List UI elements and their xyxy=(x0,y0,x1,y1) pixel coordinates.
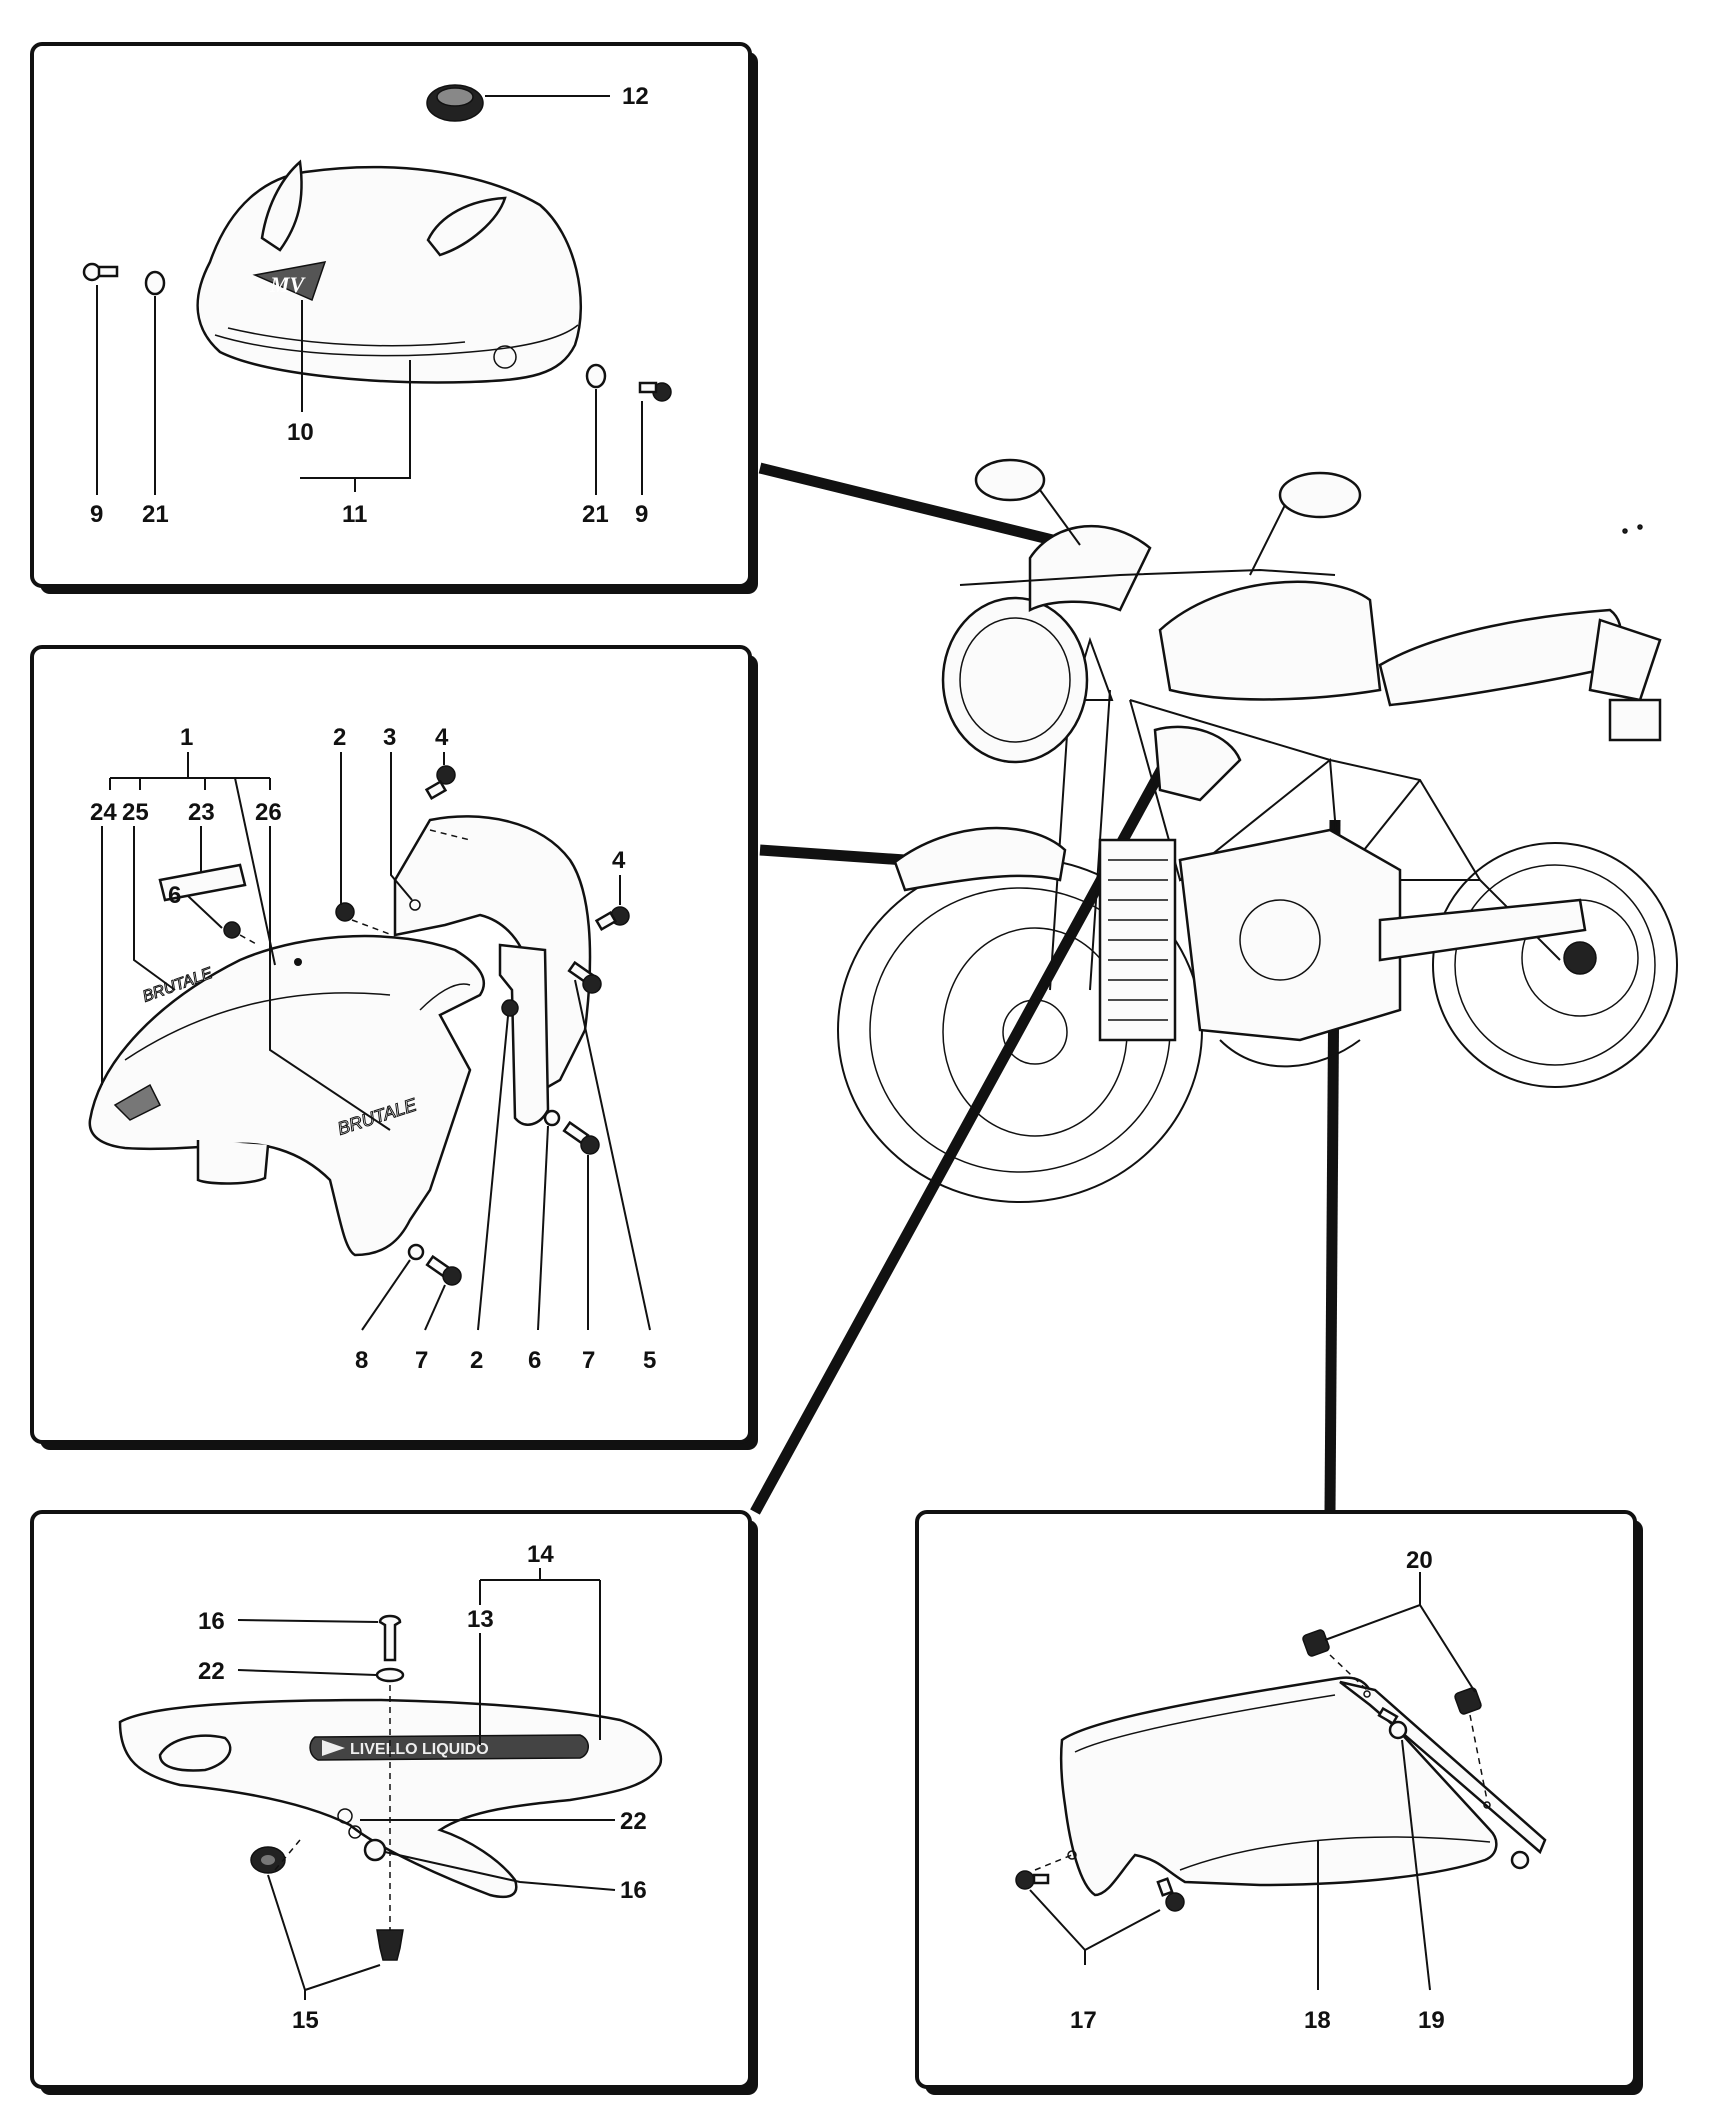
grommet-15-left xyxy=(250,1846,286,1874)
motorcycle-illustration xyxy=(837,458,1678,1203)
callout-6-top: 6 xyxy=(168,882,181,909)
washer-22-top xyxy=(375,1667,405,1683)
callout-6-bottom: 6 xyxy=(528,1347,541,1374)
screw-17-left xyxy=(1015,1870,1050,1890)
callout-9-right: 9 xyxy=(635,501,648,528)
callout-11: 11 xyxy=(342,501,367,528)
nut-2-mid xyxy=(501,999,519,1017)
fairing-part: MV xyxy=(196,159,582,384)
nut-20-right xyxy=(1454,1687,1482,1715)
callout-19: 19 xyxy=(1418,2007,1445,2034)
mv-decal-icon xyxy=(113,1083,162,1121)
bolt-7-bottom xyxy=(425,1254,462,1286)
mv-logo-icon xyxy=(252,261,327,302)
screw-2-top xyxy=(335,902,355,922)
screw-6-top xyxy=(223,921,241,939)
radiator-cover-part xyxy=(1059,1676,1547,1897)
callout-18: 18 xyxy=(1304,2007,1331,2034)
level-decal xyxy=(309,1734,589,1761)
bolt-7-mid xyxy=(567,960,602,994)
rear-wheel xyxy=(1432,842,1678,1088)
callout-5: 5 xyxy=(643,1347,656,1374)
washer-right xyxy=(585,363,607,389)
washer-6-low xyxy=(543,1109,561,1127)
screw-cover-end xyxy=(1510,1850,1530,1870)
callout-7-left: 7 xyxy=(415,1347,428,1374)
callout-12: 12 xyxy=(622,83,649,110)
screw-4-top xyxy=(424,765,456,801)
callout-22-top: 22 xyxy=(198,1658,225,1685)
callout-16-right: 16 xyxy=(620,1877,647,1904)
headlight xyxy=(941,596,1089,764)
callout-1: 1 xyxy=(180,724,193,751)
washer-left xyxy=(144,270,166,296)
grommet-part xyxy=(426,84,484,122)
callout-13: 13 xyxy=(467,1606,494,1633)
bolt-16-top xyxy=(378,1614,402,1662)
callout-8: 8 xyxy=(355,1347,368,1374)
screw-17-right xyxy=(1156,1877,1185,1912)
callout-16-top: 16 xyxy=(198,1608,225,1635)
callout-2-bottom: 2 xyxy=(470,1347,483,1374)
callout-17: 17 xyxy=(1070,2007,1097,2034)
callout-25: 25 xyxy=(122,799,149,826)
callout-20: 20 xyxy=(1406,1547,1433,1574)
callout-21-right: 21 xyxy=(582,501,609,528)
callout-15: 15 xyxy=(292,2007,319,2034)
callout-4-right: 4 xyxy=(612,847,626,874)
decal-strip xyxy=(158,863,247,902)
callout-23: 23 xyxy=(188,799,215,826)
callout-22-right: 22 xyxy=(620,1808,647,1835)
screw-right xyxy=(638,381,672,402)
callout-4-top: 4 xyxy=(435,724,449,751)
bolt-7-low xyxy=(562,1120,600,1155)
callout-10: 10 xyxy=(287,419,314,446)
callout-7-right: 7 xyxy=(582,1347,595,1374)
mudguard-bracket xyxy=(393,815,592,1126)
grommet-15-bottom xyxy=(376,1929,404,1961)
callout-21-left: 21 xyxy=(142,501,169,528)
panel-headlight-fairing: 12 MV xyxy=(30,42,758,594)
callout-26: 26 xyxy=(255,799,282,826)
callout-3: 3 xyxy=(383,724,396,751)
screw-left xyxy=(82,262,119,282)
svg-text:LIVELLO LIQUIDO: LIVELLO LIQUIDO xyxy=(350,1741,489,1758)
washer-8 xyxy=(407,1243,425,1261)
panel-side-cover: LIVELLO LIQUIDO 14 16 13 22 xyxy=(30,1510,758,2095)
callout-2-top: 2 xyxy=(333,724,346,751)
screw-4-right xyxy=(594,906,630,932)
panel-radiator-cover: 20 17 18 19 xyxy=(915,1510,1643,2095)
panel-front-mudguard: BRUTALE BRUTALE xyxy=(30,645,758,1450)
callout-24: 24 xyxy=(90,799,117,826)
svg-text:MV: MV xyxy=(269,272,307,297)
callout-9-left: 9 xyxy=(90,501,103,528)
callout-14: 14 xyxy=(527,1541,554,1568)
screw-19 xyxy=(1377,1706,1408,1740)
